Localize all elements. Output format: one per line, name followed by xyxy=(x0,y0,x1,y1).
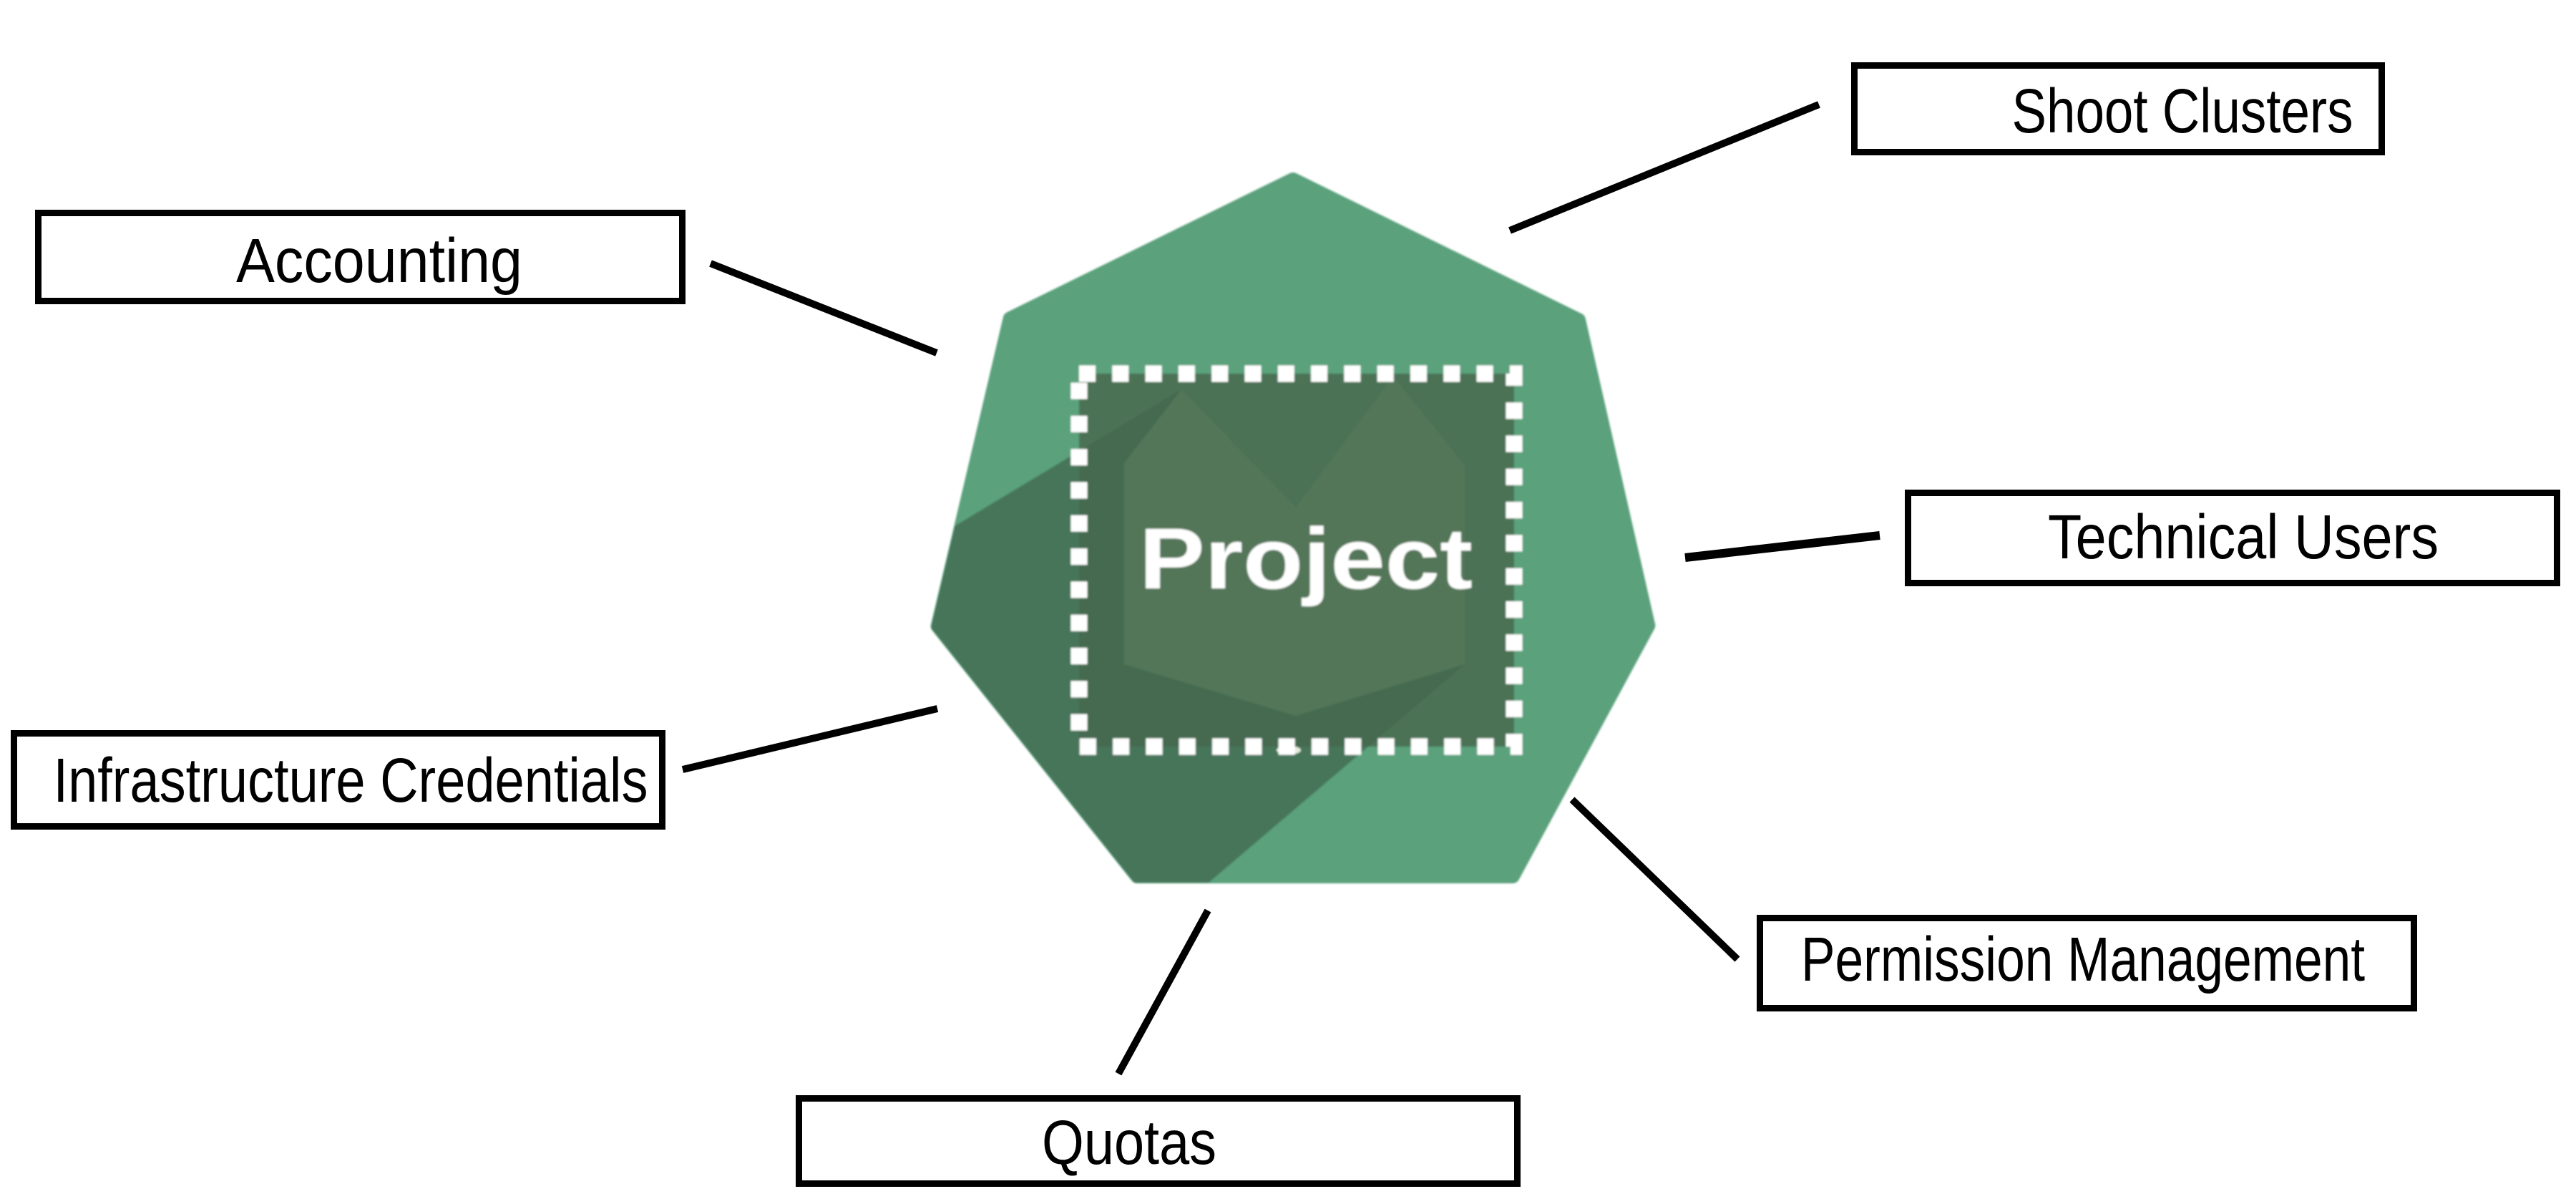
svg-text:Accounting: Accounting xyxy=(236,226,522,296)
svg-text:Shoot Clusters: Shoot Clusters xyxy=(2012,77,2353,146)
svg-text:Permission Management: Permission Management xyxy=(1801,925,2365,994)
svg-text:Quotas: Quotas xyxy=(1042,1108,1216,1178)
svg-text:Technical Users: Technical Users xyxy=(2048,503,2439,572)
svg-text:Infrastructure Credentials: Infrastructure Credentials xyxy=(54,746,648,815)
svg-text:Project: Project xyxy=(1139,510,1473,607)
